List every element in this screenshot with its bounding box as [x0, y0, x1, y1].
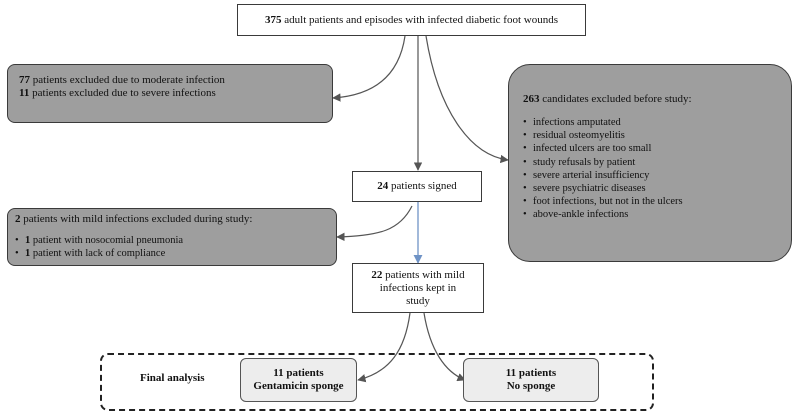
excluded-left-count-1: 77	[19, 74, 30, 86]
list-item: study refusals by patient	[523, 156, 791, 169]
excluded-left-count-2: 11	[19, 87, 30, 99]
kept-line3: study	[406, 295, 430, 307]
group-gentamicin-box: 11 patients Gentamicin sponge	[240, 358, 357, 402]
arrow-to-excluded-right	[425, 35, 509, 164]
during-study-count: 2	[15, 213, 21, 225]
group1-count: 11 patients	[273, 367, 324, 379]
group1-name: Gentamicin sponge	[253, 380, 344, 392]
top-box-count: 375	[265, 13, 282, 26]
kept-count: 22	[371, 269, 383, 281]
list-item: infected ulcers are too small	[523, 142, 791, 155]
list-item: 1 patient with lack of compliance	[15, 247, 336, 260]
group-no-sponge-box: 11 patients No sponge	[463, 358, 599, 402]
signed-box: 24 patients signed	[352, 171, 482, 202]
during-study-item-text: patient with nosocomial pneumonia	[30, 235, 184, 246]
during-study-item-text: patient with lack of compliance	[30, 248, 166, 260]
excluded-right-box: 263 candidates excluded before study: in…	[508, 64, 792, 262]
list-item: infections amputated	[523, 116, 791, 129]
arrow-to-excluded-left	[332, 35, 406, 102]
signed-text: patients signed	[388, 180, 457, 192]
excluded-right-title: candidates excluded before study:	[539, 93, 692, 105]
excluded-left-box: 77 patients excluded due to moderate inf…	[7, 64, 333, 123]
list-item: above-ankle infections	[523, 208, 791, 221]
list-item: residual osteomyelitis	[523, 129, 791, 142]
group2-count: 11 patients	[505, 367, 557, 379]
kept-box: 22 patients with mild infections kept in…	[352, 263, 484, 313]
during-study-box: 2 patients with mild infections excluded…	[7, 208, 337, 266]
final-analysis-container	[100, 353, 654, 411]
list-item: 1 patient with nosocomial pneumonia	[15, 234, 336, 247]
top-box-text: adult patients and episodes with infecte…	[281, 13, 558, 26]
during-study-item-count: 1	[25, 235, 31, 246]
excluded-left-text-2: patients excluded due to severe infectio…	[29, 87, 216, 99]
excluded-left-text-1: patients excluded due to moderate infect…	[30, 74, 225, 86]
kept-line2: infections kept in	[379, 282, 457, 294]
final-analysis-label: Final analysis	[140, 372, 205, 384]
arrow-to-group2	[423, 312, 466, 382]
list-item: severe arterial insufficiency	[523, 169, 791, 182]
group2-name: No sponge	[506, 380, 556, 392]
during-study-list: 1 patient with nosocomial pneumonia 1 pa…	[15, 234, 336, 261]
list-item: severe psychiatric diseases	[523, 182, 791, 195]
excluded-right-list: infections amputated residual osteomyeli…	[523, 116, 791, 222]
excluded-right-count: 263	[523, 93, 540, 105]
list-item: foot infections, but not in the ulcers	[523, 195, 791, 208]
during-study-title: patients with mild infections excluded d…	[20, 213, 253, 225]
kept-line1: patients with mild	[382, 269, 465, 281]
top-box: 375 adult patients and episodes with inf…	[237, 4, 586, 36]
arrow-to-group1	[357, 312, 411, 383]
during-study-item-count: 1	[25, 248, 31, 260]
signed-count: 24	[377, 180, 389, 192]
arrow-to-during-study	[336, 205, 413, 242]
